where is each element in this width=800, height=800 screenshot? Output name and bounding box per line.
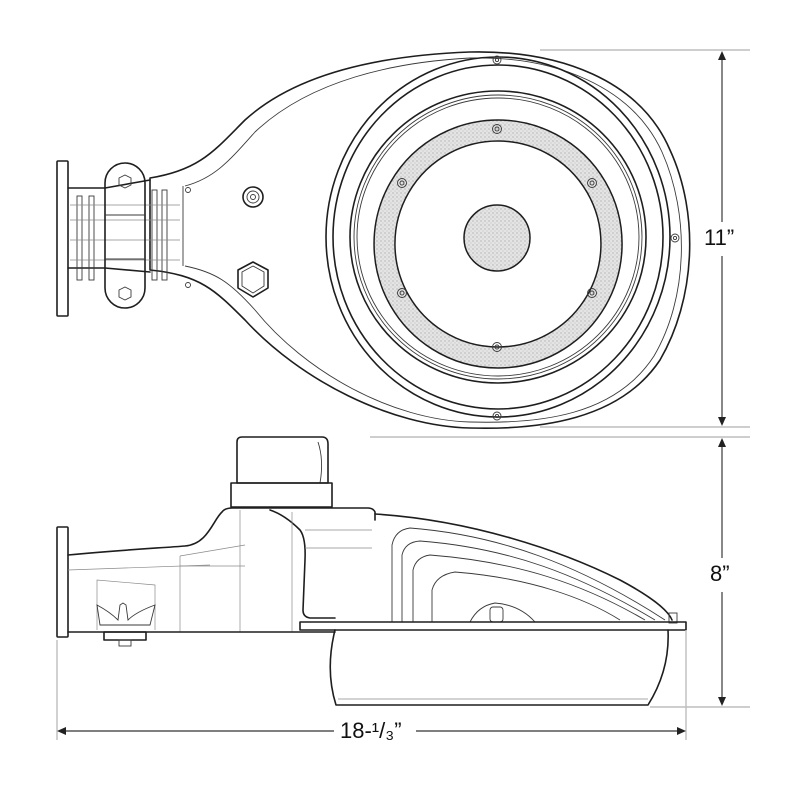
- dome-fin: [391, 527, 666, 622]
- bracket-bolt-icon: [118, 174, 132, 189]
- rim-screws: [492, 55, 680, 421]
- dimension-label-height-top: 11”: [700, 226, 739, 250]
- side-housing-front: [269, 509, 336, 619]
- knuckle-bolt: [118, 639, 132, 647]
- photocell-socket-icon: [242, 186, 264, 208]
- hex-nut-inner: [241, 265, 265, 294]
- housing-rim: [184, 57, 682, 423]
- dome-bump: [469, 602, 536, 623]
- arrowhead-up-icon: [718, 438, 726, 447]
- bracket-bolt-icon: [118, 286, 132, 301]
- dimension-label-height-side: 8”: [706, 562, 734, 586]
- wall-plate: [56, 160, 69, 317]
- arm-neck: [67, 179, 151, 273]
- photocell-cap: [236, 436, 329, 484]
- photocell-edge: [317, 441, 323, 484]
- screw-icon: [670, 233, 680, 243]
- screw-icon: [492, 342, 502, 352]
- lens-screws: [397, 124, 597, 352]
- knuckle-crown-icon: [96, 602, 156, 626]
- hex-nut-icon: [237, 261, 269, 298]
- screw-icon: [397, 288, 407, 298]
- neck-screw-icon: [185, 282, 191, 288]
- dimension-label-overall-length: 18-¹/₃”: [336, 719, 406, 743]
- lens-flange: [299, 621, 687, 631]
- screw-icon: [492, 124, 502, 134]
- screw-icon: [492, 411, 502, 421]
- center-led-lens: [463, 204, 531, 272]
- arrowhead-down-icon: [718, 697, 726, 706]
- top-view: [56, 51, 691, 430]
- arrowhead-up-icon: [718, 51, 726, 60]
- side-wall-plate: [56, 526, 69, 638]
- screw-icon: [492, 55, 502, 65]
- side-arm-body: [67, 507, 376, 556]
- neck-screw-icon: [185, 187, 191, 193]
- dome-fin: [401, 540, 656, 622]
- side-view: [56, 436, 687, 706]
- arrowhead-down-icon: [718, 417, 726, 426]
- arm-line: [179, 544, 246, 557]
- screw-icon: [587, 178, 597, 188]
- mounting-bracket: [104, 162, 146, 309]
- dome-fin: [412, 554, 646, 622]
- dome-fin: [431, 571, 621, 622]
- photocell-base: [230, 482, 333, 508]
- dome-shell: [374, 513, 673, 621]
- dome-latch: [668, 612, 678, 624]
- housing-outline: [149, 51, 691, 430]
- arrowhead-left-icon: [57, 727, 66, 735]
- screw-icon: [397, 178, 407, 188]
- head-ring-3: [349, 90, 647, 384]
- lens-bowl: [329, 629, 669, 706]
- screw-icon: [587, 288, 597, 298]
- arrowhead-right-icon: [677, 727, 686, 735]
- dome-boss: [489, 606, 504, 623]
- dimension-lines: [56, 49, 750, 740]
- knuckle-base-plate: [103, 631, 147, 641]
- head-ring-2: [332, 64, 664, 410]
- led-lens-ring: [373, 119, 623, 369]
- head-ring-3b: [353, 94, 643, 380]
- cooling-fins: [70, 189, 180, 281]
- head-ring-3c: [356, 97, 640, 377]
